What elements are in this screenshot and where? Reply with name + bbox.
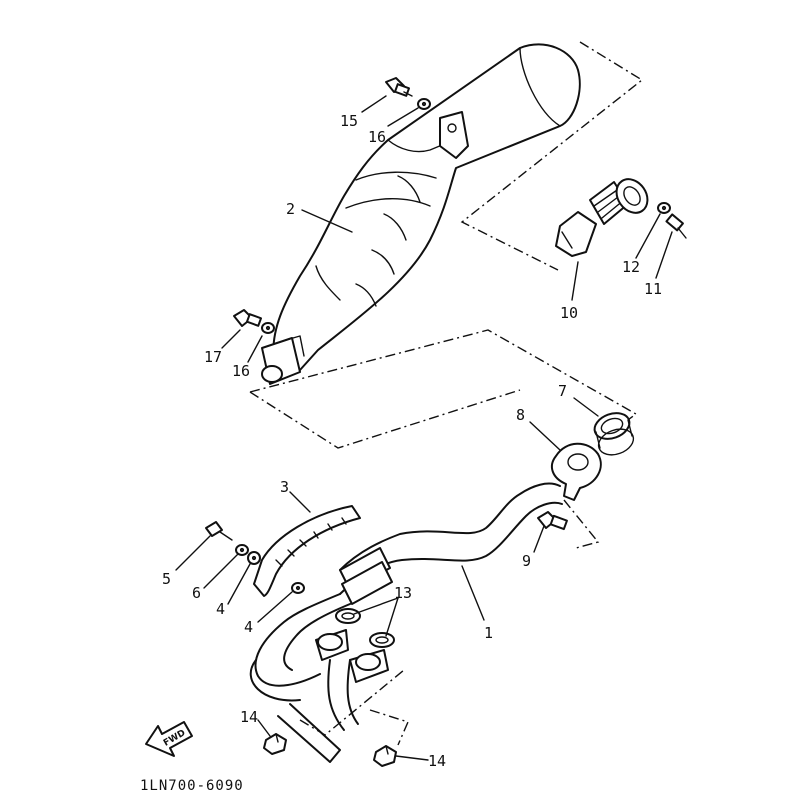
callout-6: 6 xyxy=(192,584,201,602)
callout-14-right: 14 xyxy=(428,752,446,770)
callout-12: 12 xyxy=(622,258,640,276)
bolt-9 xyxy=(537,511,568,531)
leader-lines xyxy=(175,95,673,761)
callout-13: 13 xyxy=(394,584,412,602)
callout-15: 15 xyxy=(340,112,358,130)
washer-16-top xyxy=(417,98,431,110)
callout-2: 2 xyxy=(286,200,295,218)
callout-16-top: 16 xyxy=(368,128,386,146)
washer-6 xyxy=(235,544,249,556)
nut-14-right xyxy=(373,745,397,767)
callout-9: 9 xyxy=(522,552,531,570)
gasket-7 xyxy=(593,412,635,456)
clamp-8 xyxy=(550,442,602,501)
spark-arrester xyxy=(555,178,649,257)
washer-16-left xyxy=(261,322,275,334)
callout-11: 11 xyxy=(644,280,662,298)
exhaust-pipe xyxy=(249,482,563,763)
callout-17: 17 xyxy=(204,348,222,366)
bolt-11 xyxy=(665,213,687,239)
fwd-arrow-icon: FWD xyxy=(145,721,193,757)
callout-labels: 15 16 2 17 16 10 12 11 7 8 9 3 5 6 4 4 1… xyxy=(162,112,662,770)
bolt-17 xyxy=(233,309,263,327)
washer-4-lower xyxy=(291,582,305,594)
callout-4-upper: 4 xyxy=(216,600,225,618)
callout-3: 3 xyxy=(280,478,289,496)
reference-code: 1LN700-6090 xyxy=(140,778,244,794)
callout-4-lower: 4 xyxy=(244,618,253,636)
muffler xyxy=(261,43,581,385)
callout-1: 1 xyxy=(484,624,493,642)
washer-12 xyxy=(657,202,671,214)
callout-14-left: 14 xyxy=(240,708,258,726)
callout-7: 7 xyxy=(558,382,567,400)
screw-5 xyxy=(205,521,233,541)
callout-5: 5 xyxy=(162,570,171,588)
bolt-15 xyxy=(385,77,413,97)
heat-protector xyxy=(253,505,361,597)
nut-14-left xyxy=(263,733,287,755)
callout-8: 8 xyxy=(516,406,525,424)
callout-16-left: 16 xyxy=(232,362,250,380)
washer-4-upper xyxy=(247,551,261,565)
callout-10: 10 xyxy=(560,304,578,322)
